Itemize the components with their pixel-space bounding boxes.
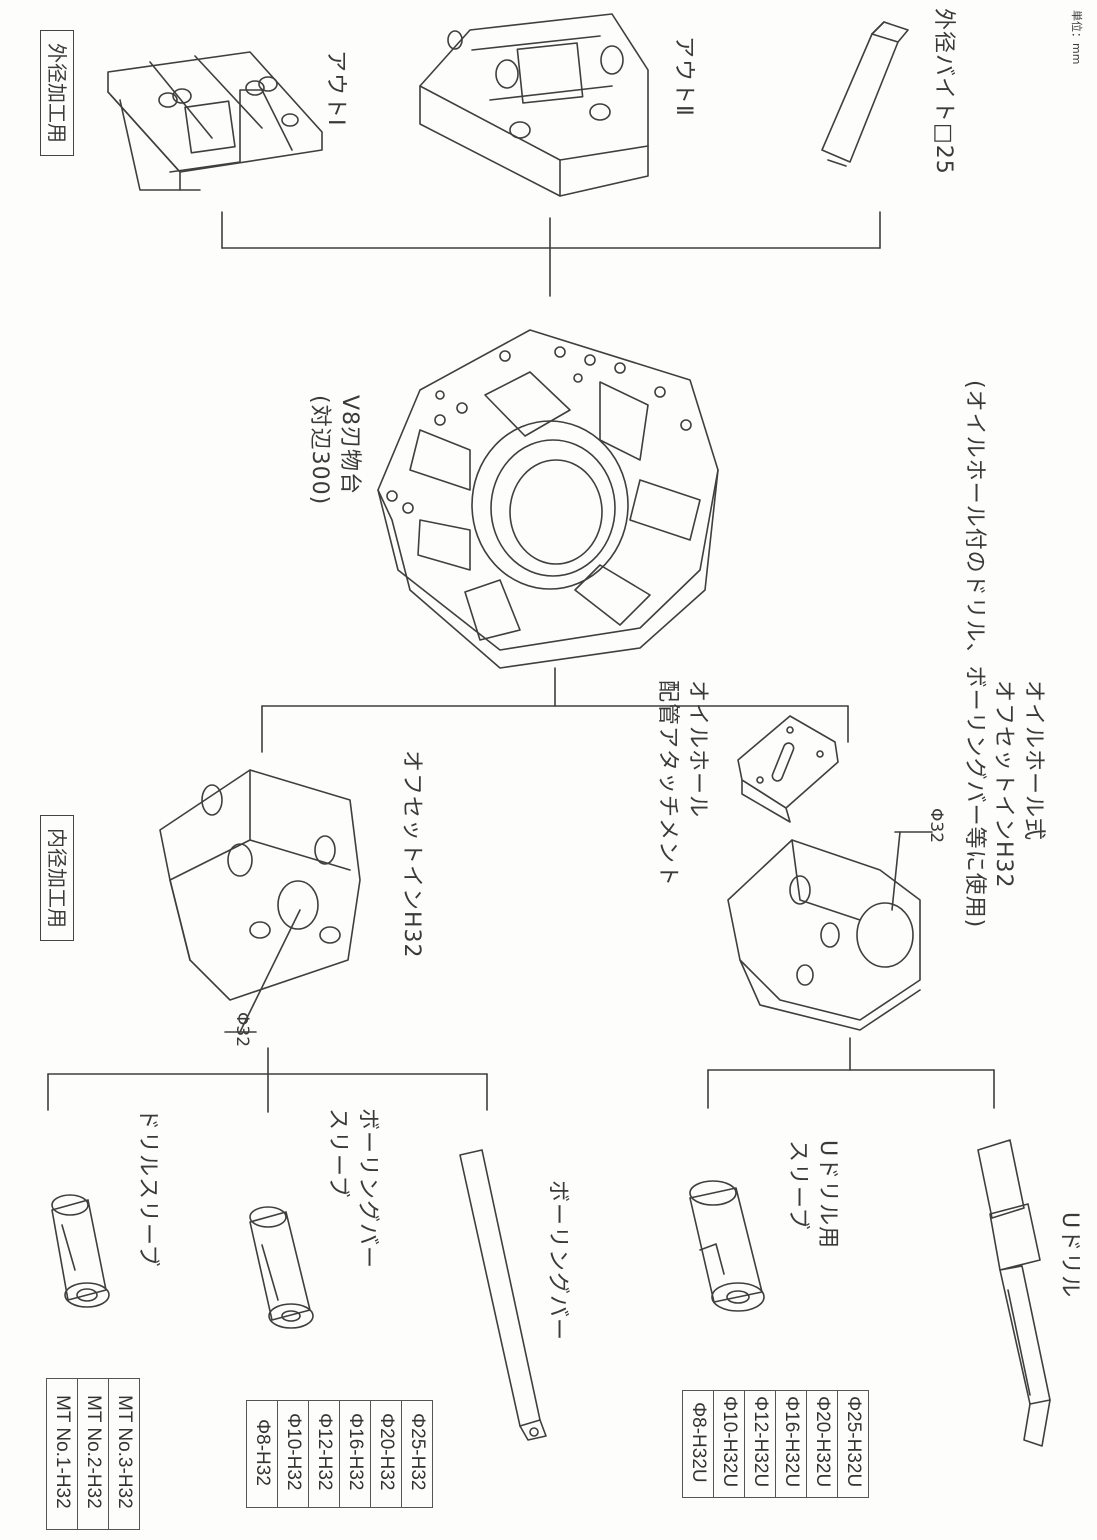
drill-sleeve-part: MT No.3-H32: [108, 1378, 140, 1530]
offset-holder-label: オフセットインH32: [399, 750, 424, 959]
turret-label: V8刃物台 (対辺300): [305, 395, 364, 505]
u-drill-sleeve-part: Φ12-H32U: [744, 1390, 776, 1498]
out2-label: アウトⅡ: [671, 36, 696, 117]
u-drill-sleeve-part: Φ16-H32U: [775, 1390, 807, 1498]
u-drill-sleeve-part: Φ25-H32U: [837, 1390, 869, 1498]
oil-holder-diameter-label: Φ32: [926, 808, 946, 844]
oil-attachment-label: オイルホール 配管アタッチメント: [653, 680, 712, 887]
v8-turret-icon: [377, 329, 719, 669]
boring-sleeve-part: Φ16-H32: [339, 1400, 371, 1508]
boring-sleeve-label: ボーリングバー スリーブ: [323, 1108, 382, 1269]
u-drill-label: Uドリル: [1057, 1212, 1082, 1299]
turning-tool-icon: [821, 21, 909, 167]
offset-holder-icon: [159, 769, 361, 1001]
boring-bar-label: ボーリングバー: [545, 1180, 570, 1342]
boring-sleeve-part: Φ12-H32: [308, 1400, 340, 1508]
boring-sleeve-parts-table: Φ8-H32 Φ10-H32 Φ12-H32 Φ16-H32 Φ20-H32 Φ…: [246, 1400, 433, 1508]
offset-diameter-label: Φ32: [232, 1012, 252, 1048]
oil-holder-line3: (オイルホール付のドリル、ボーリングバー等に使用): [961, 380, 987, 929]
boring-bar-icon: [459, 1149, 547, 1441]
boring-sleeve-icon: [249, 1206, 314, 1329]
turret-label-line1: V8刃物台: [337, 395, 362, 496]
out1-label: アウトⅠ: [323, 50, 348, 127]
u-drill-sleeve-line2: スリーブ: [785, 1140, 811, 1231]
boring-sleeve-line1: ボーリングバー: [355, 1108, 380, 1270]
boring-sleeve-part: Φ25-H32: [401, 1400, 433, 1508]
external-section-label: 外径加工用: [40, 30, 74, 156]
oil-attachment-icon: [737, 715, 839, 823]
u-drill-sleeve-part: Φ8-H32U: [682, 1390, 714, 1498]
drill-sleeve-part: MT No.2-H32: [77, 1378, 109, 1530]
connector-lines: [47, 211, 995, 1113]
out1-holder-icon: [107, 51, 323, 191]
internal-section-label: 内径加工用: [40, 815, 74, 941]
oil-holder-icon: [727, 839, 921, 1031]
drill-sleeve-parts-table: MT No.1-H32 MT No.2-H32 MT No.3-H32: [46, 1378, 140, 1530]
u-drill-sleeve-icon: [689, 1180, 765, 1312]
oil-attachment-line2: 配管アタッチメント: [655, 680, 681, 888]
oil-holder-line2: オフセットインH32: [991, 680, 1017, 889]
boring-sleeve-part: Φ10-H32: [277, 1400, 309, 1508]
u-drill-icon: [977, 1139, 1051, 1447]
u-drill-sleeve-part: Φ10-H32U: [713, 1390, 745, 1498]
oil-holder-line1: オイルホール式: [1021, 680, 1046, 842]
turning-tool-label: 外径バイト□25: [931, 8, 956, 175]
u-drill-sleeve-line1: Uドリル用: [815, 1140, 840, 1250]
unit-note: 単位：mm: [1070, 10, 1083, 65]
drill-sleeve-icon: [51, 1194, 110, 1308]
drill-sleeve-part: MT No.1-H32: [46, 1378, 78, 1530]
oil-holder-label: オイルホール式 オフセットインH32 (オイルホール付のドリル、ボーリングバー等…: [959, 380, 1048, 928]
boring-sleeve-line2: スリーブ: [325, 1108, 351, 1199]
drill-sleeve-label: ドリルスリーブ: [135, 1108, 160, 1268]
turret-label-line2: (対辺300): [307, 395, 333, 506]
boring-sleeve-part: Φ20-H32: [370, 1400, 402, 1508]
out2-holder-icon: [419, 13, 649, 197]
u-drill-sleeve-part: Φ20-H32U: [806, 1390, 838, 1498]
u-drill-sleeve-parts-table: Φ8-H32U Φ10-H32U Φ12-H32U Φ16-H32U Φ20-H…: [682, 1390, 869, 1498]
oil-attachment-line1: オイルホール: [685, 680, 710, 819]
boring-sleeve-part: Φ8-H32: [246, 1400, 278, 1508]
u-drill-sleeve-label: Uドリル用 スリーブ: [783, 1140, 842, 1249]
